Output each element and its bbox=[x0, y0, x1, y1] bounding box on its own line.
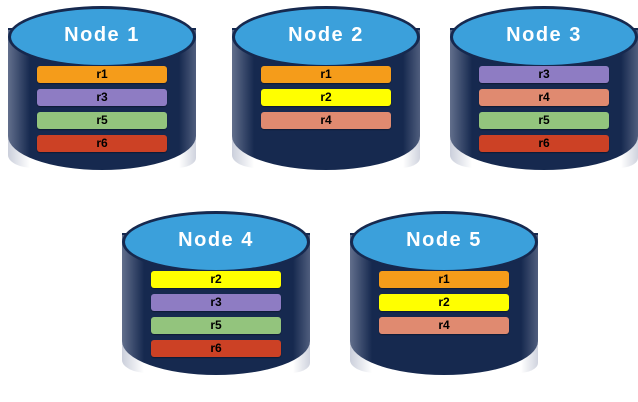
node-3-title: Node 3 bbox=[506, 24, 582, 46]
record-bar[interactable]: r5 bbox=[37, 112, 167, 129]
record-bar[interactable]: r3 bbox=[479, 66, 609, 83]
record-bar[interactable]: r6 bbox=[151, 340, 281, 357]
record-bar[interactable]: r1 bbox=[261, 66, 391, 83]
node-1-title: Node 1 bbox=[64, 24, 140, 46]
node-5-title: Node 5 bbox=[406, 229, 482, 251]
node-4-title: Node 4 bbox=[178, 229, 254, 251]
record-bar[interactable]: r2 bbox=[379, 294, 509, 311]
record-bar[interactable]: r5 bbox=[151, 317, 281, 334]
cylinder-top-ellipse bbox=[8, 6, 196, 68]
record-bar[interactable]: r5 bbox=[479, 112, 609, 129]
record-bar[interactable]: r6 bbox=[37, 135, 167, 152]
record-bar[interactable]: r1 bbox=[379, 271, 509, 288]
node-2-title: Node 2 bbox=[288, 24, 364, 46]
database-node-5[interactable]: Node 5 r1 r2 r4 bbox=[350, 211, 538, 397]
record-bar[interactable]: r1 bbox=[37, 66, 167, 83]
record-bar[interactable]: r3 bbox=[151, 294, 281, 311]
node-3-record-list: r3 r4 r5 r6 bbox=[479, 66, 609, 152]
database-node-3[interactable]: Node 3 r3 r4 r5 r6 bbox=[450, 6, 638, 192]
node-2-record-list: r1 r2 r4 bbox=[261, 66, 391, 129]
node-5-record-list: r1 r2 r4 bbox=[379, 271, 509, 334]
database-node-4[interactable]: Node 4 r2 r3 r5 r6 bbox=[122, 211, 310, 397]
database-node-2[interactable]: Node 2 r1 r2 r4 bbox=[232, 6, 420, 192]
database-node-1[interactable]: Node 1 r1 r3 r5 r6 bbox=[8, 6, 196, 192]
record-bar[interactable]: r3 bbox=[37, 89, 167, 106]
node-1-record-list: r1 r3 r5 r6 bbox=[37, 66, 167, 152]
record-bar[interactable]: r6 bbox=[479, 135, 609, 152]
record-bar[interactable]: r2 bbox=[261, 89, 391, 106]
node-4-record-list: r2 r3 r5 r6 bbox=[151, 271, 281, 357]
record-bar[interactable]: r4 bbox=[479, 89, 609, 106]
record-bar[interactable]: r2 bbox=[151, 271, 281, 288]
record-bar[interactable]: r4 bbox=[379, 317, 509, 334]
record-bar[interactable]: r4 bbox=[261, 112, 391, 129]
